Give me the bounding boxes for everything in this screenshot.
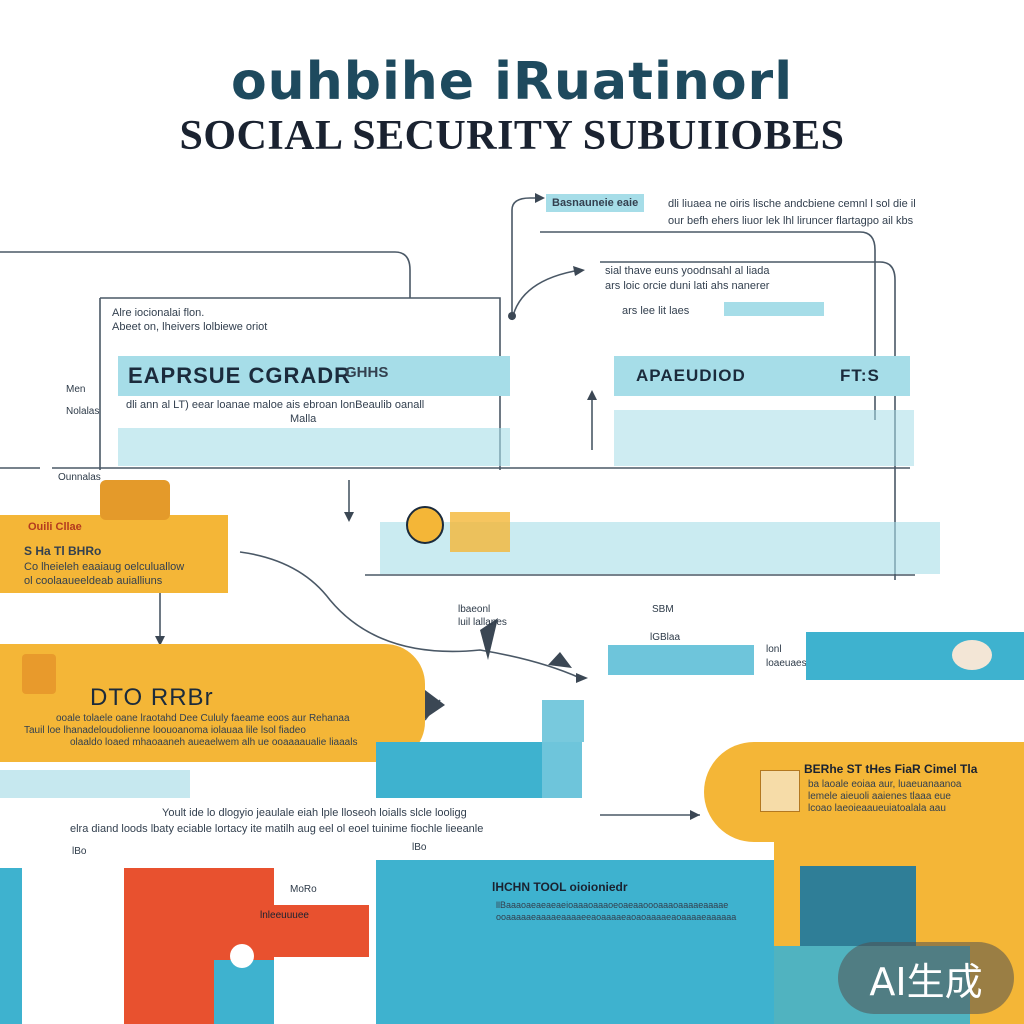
red-block-2 <box>274 905 369 957</box>
pill-left-line-3: olaaldo loaed mhaoaaneh aueaelwem alh ue… <box>70 737 358 748</box>
note-top-right-2: our befh ehers liuor lek lhl liruncer fl… <box>668 215 914 227</box>
band-left-header <box>118 356 510 396</box>
note-mid-right-1: sial thave euns yoodnsahl al liada <box>605 265 770 277</box>
note-bottom-tag-2: lBo <box>412 842 427 853</box>
note-mid-right-3: ars lee lit laes <box>622 305 690 317</box>
band-right-buildings <box>614 410 914 466</box>
teal-block-mid-2 <box>542 742 582 798</box>
pill-right-line-1: ba laoale eoiaa aur, luaeuanaanoa <box>808 779 962 790</box>
orange-card-line-1: S Ha Tl BHRo <box>24 544 102 558</box>
orange-card-line-2: Co lheieleh eaaiaug oelculuallow <box>24 561 185 573</box>
note-mid-small-3: SBM <box>652 604 674 615</box>
pill-left-title: DTO RRBr <box>90 684 214 711</box>
teal-block-bottom-small <box>214 960 274 1024</box>
note-mid-right-2: ars loic orcie duni lati ahs nanerer <box>605 280 770 292</box>
band-left-buildings <box>118 428 510 466</box>
header-title-main: SOCIAL SECURITY SUBUIIOBES <box>179 113 845 159</box>
cloud-icon <box>952 640 992 670</box>
note-mid-small-2: luil lallanes <box>458 617 507 628</box>
teal-bar-mid <box>608 645 754 675</box>
navy-block <box>800 866 916 946</box>
orange-card-title: Ouili Cllae <box>28 521 82 533</box>
bottom-band <box>376 860 774 1024</box>
bottom-band-line-2: ooaaaaaeaaaaeaaaaeeaoaaaaeaoaoaaaaeaoaaa… <box>496 912 737 922</box>
pill-right-line-2: lemele aieuoli aaienes tlaaa eue <box>808 791 951 802</box>
note-left-side-1: Men <box>66 384 86 395</box>
band-left-sub: dli ann al LT) eear loanae maloe ais ebr… <box>126 399 425 411</box>
pill-left-line-1: ooale tolaele oane lraotahd Dee Cululy f… <box>56 713 350 724</box>
pill-right-line-3: lcoao laeoieaaueuiatoalala aau <box>808 803 946 814</box>
note-left-side-3: Ounnalas <box>58 472 101 483</box>
pill-left <box>0 644 425 762</box>
ai-generated-badge: AI生成 <box>838 942 1014 1014</box>
note-bottom-tag-1: lBo <box>72 846 87 857</box>
band-left-title-2: GHHS <box>345 364 389 381</box>
note-mid-small-1: lbaeonl <box>458 604 491 615</box>
bottom-band-title: lHCHN TOOL oioioniedr <box>492 880 628 894</box>
note-top-label: Basnauneie eaie <box>546 194 645 212</box>
teal-bar-bottom-left <box>0 868 22 1024</box>
bottom-band-line-1: llBaaaoaeaeaeaeioaaaoaaaoeoaeaaoooaaaoaa… <box>496 900 729 910</box>
note-left-side-2: Nolalas <box>66 406 100 417</box>
pill-right-title: BERhe ST tHes FiaR Cimel Tla <box>804 762 978 776</box>
band-right-header <box>614 356 910 396</box>
note-bottom-tag-3: MoRo <box>290 884 317 895</box>
note-mid-small-5: lonl <box>766 644 782 655</box>
band-left-title: EAPRSUE CGRADR <box>128 363 352 388</box>
note-bottom-tag-4: lnleeuuuee <box>260 910 309 921</box>
band-right-title: FT:S <box>840 366 880 385</box>
mid-right-highlight <box>724 302 824 316</box>
pill-left-line-2: Tauil loe lhanadeloudolienne loouoanoma … <box>24 725 306 736</box>
note-mid-small-6: loaeuaes <box>766 658 807 669</box>
band-left-sub-2: Malla <box>290 413 317 425</box>
note-bottom-2: elra diand loods lbaty eciable lortacy i… <box>70 823 484 835</box>
orange-card-line-3: ol coolaaueeldeab auialliuns <box>24 575 163 587</box>
phone-icon <box>22 654 56 694</box>
band-mid-title: APAEUDIOD <box>636 366 746 385</box>
teal-block-mid <box>376 742 542 798</box>
light-strip <box>0 770 190 798</box>
header-title-top: ouhbihe iRuatinorl <box>230 52 794 112</box>
document-icon <box>760 770 800 812</box>
note-mid-small-4: lGBlaa <box>650 632 681 643</box>
teal-block-small <box>542 700 584 742</box>
note-top-right-1: dli liuaea ne oiris lische andcbiene cem… <box>668 198 916 210</box>
orange-card <box>0 515 228 593</box>
pill-right <box>704 742 1024 842</box>
coin-icon <box>406 506 444 544</box>
note-left-2: Abeet on, lheivers lolbiewe oriot <box>112 321 268 333</box>
circle-dot <box>230 944 254 968</box>
note-bottom-1: Yoult ide lo dlogyio jeaulale eiah lple … <box>162 807 467 819</box>
machine-icon <box>450 512 510 552</box>
note-left-1: Alre iocionalai flon. <box>112 307 205 319</box>
vehicle-icon <box>100 480 170 520</box>
